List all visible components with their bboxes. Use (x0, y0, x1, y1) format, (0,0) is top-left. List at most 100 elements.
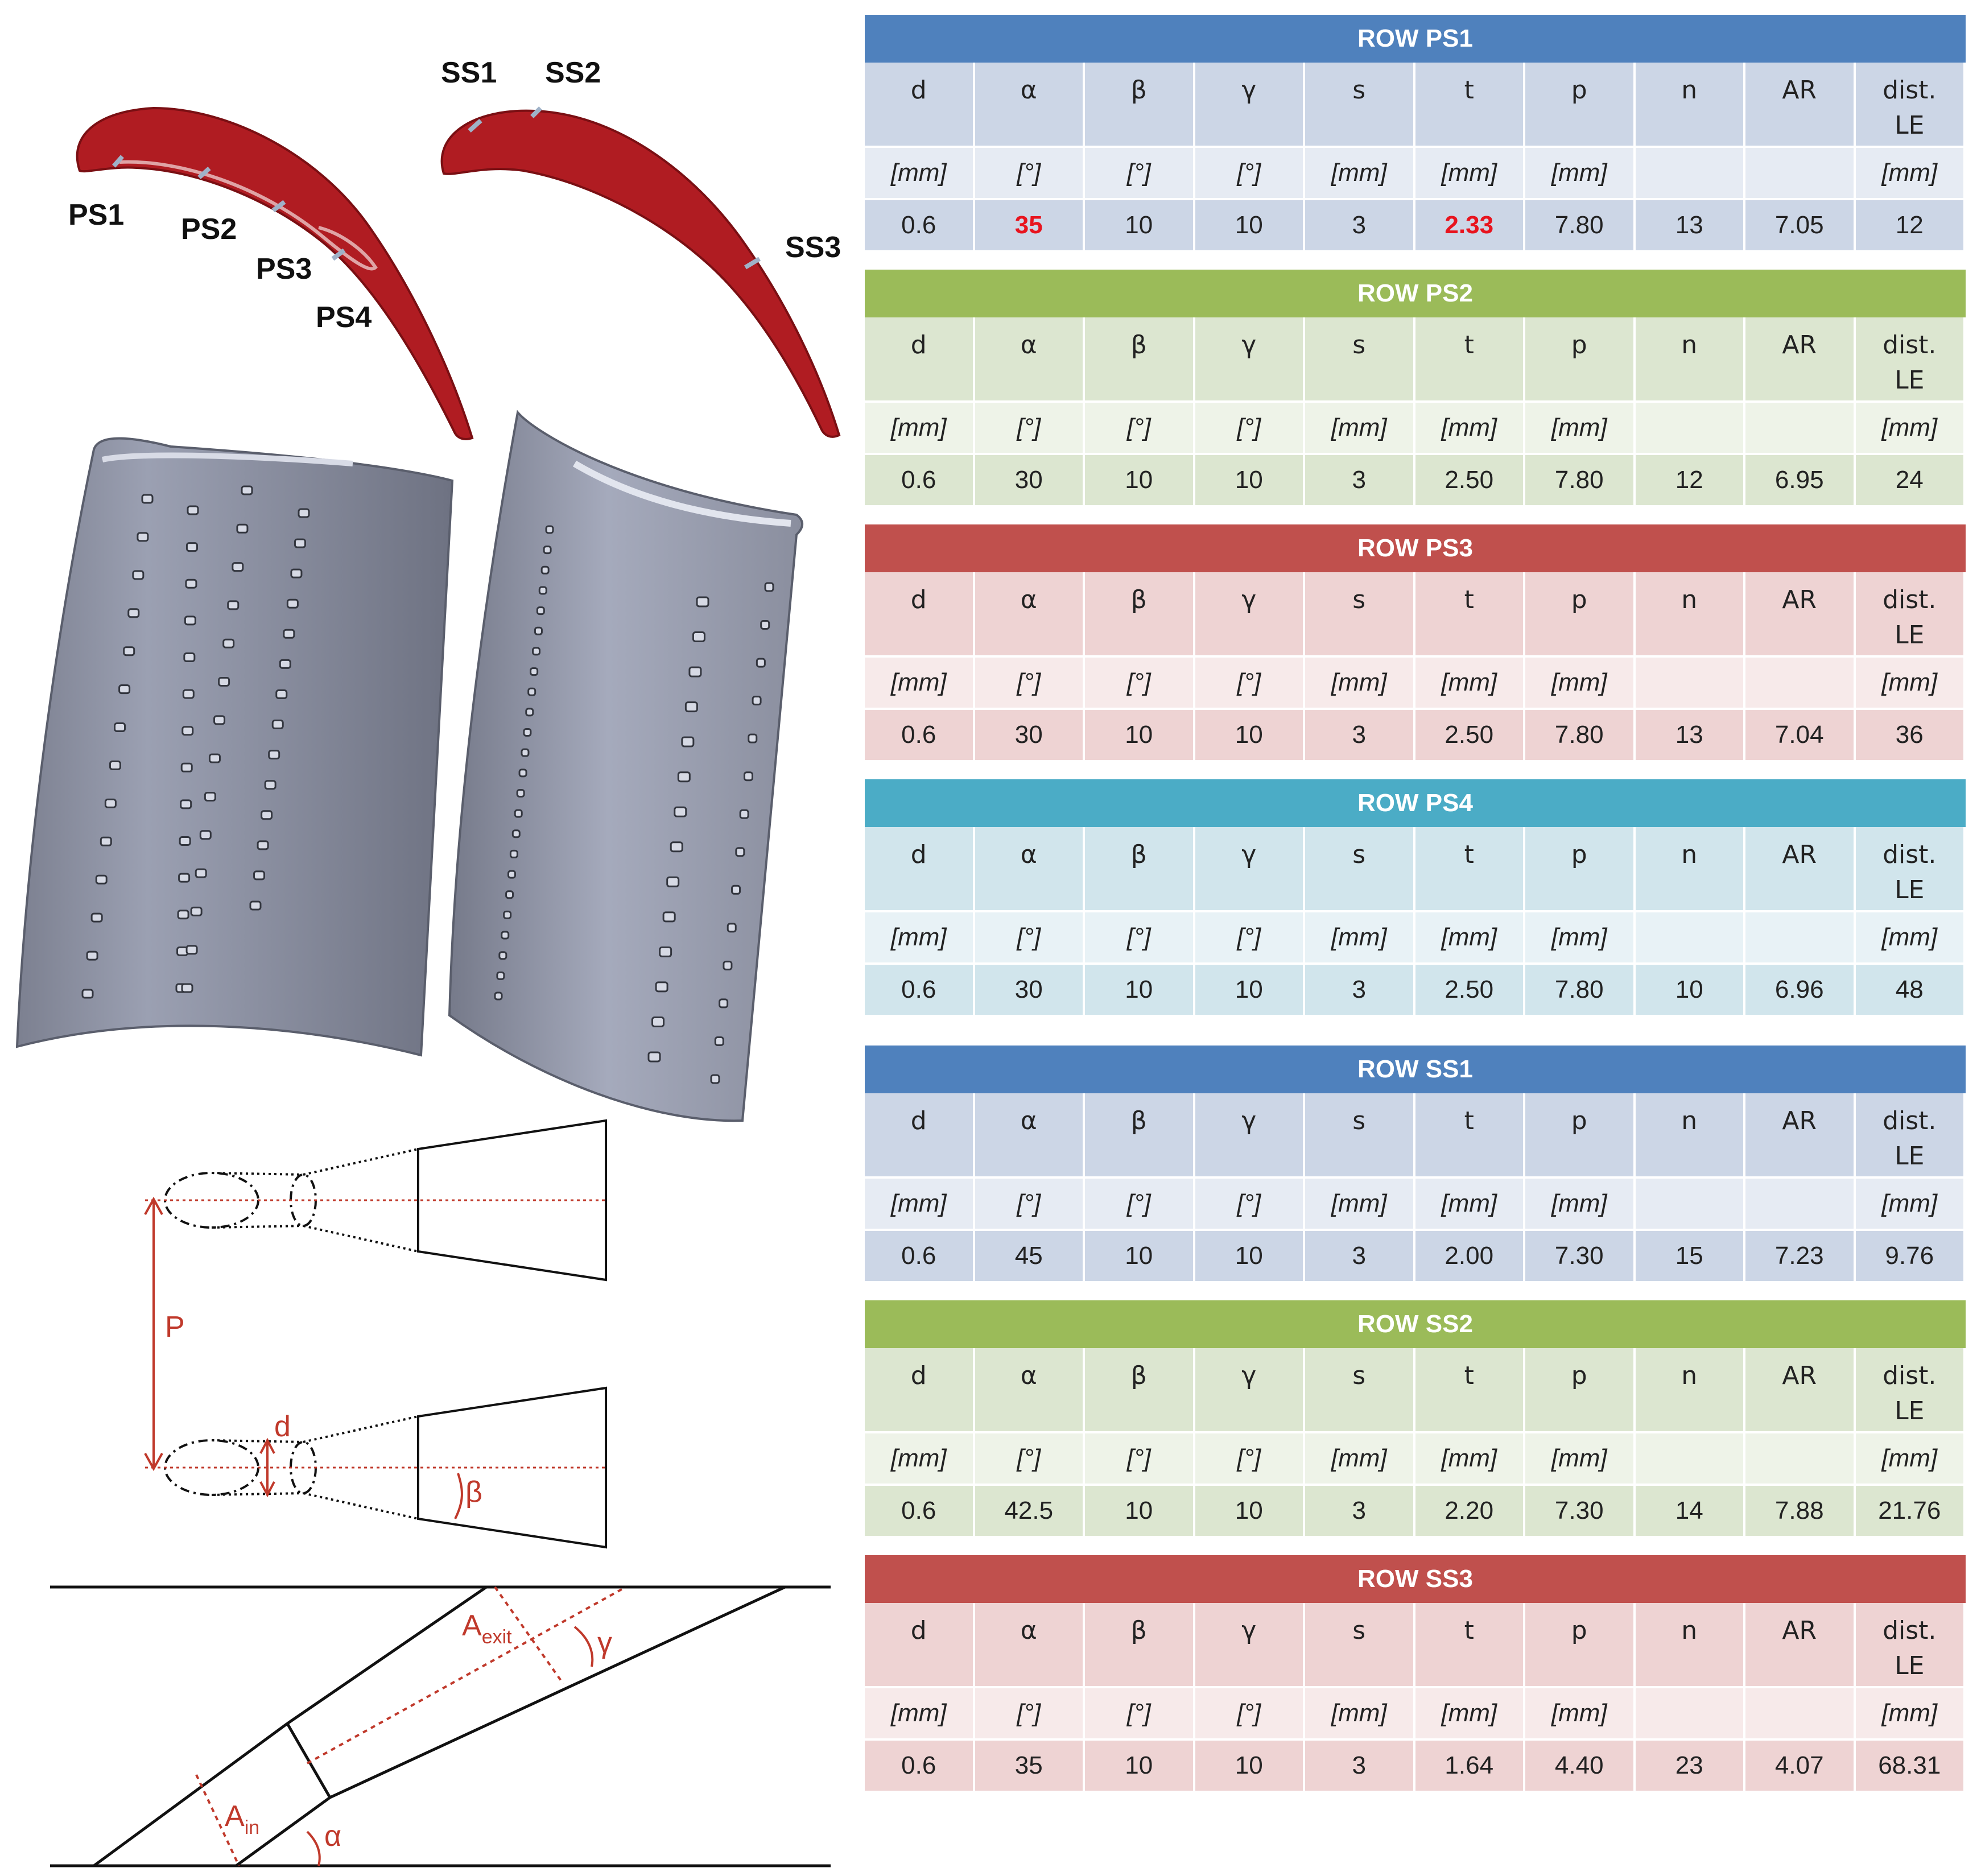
column-symbol: β (1085, 1603, 1195, 1688)
cooling-hole (298, 508, 310, 518)
cooling-hole (681, 736, 695, 747)
value-cell: 7.04 (1745, 710, 1856, 762)
cooling-hole (756, 658, 766, 668)
column-symbol: β (1085, 1093, 1195, 1179)
column-symbol: α (975, 1603, 1085, 1688)
cooling-hole (670, 841, 683, 853)
column-unit: [mm] (1305, 1433, 1415, 1486)
value-cell: 68.31 (1855, 1741, 1966, 1793)
column-unit: [mm] (1305, 148, 1415, 200)
column-unit: [mm] (1415, 1688, 1525, 1741)
column-unit: [°] (975, 1433, 1085, 1486)
column-symbol: β (1085, 1348, 1195, 1433)
column-unit: [mm] (865, 912, 975, 965)
cooling-hole (185, 945, 198, 955)
column-unit: [°] (1085, 1179, 1195, 1231)
column-symbol: s (1305, 1348, 1415, 1433)
value-cell: 10 (1195, 455, 1305, 507)
cooling-hole (132, 570, 145, 580)
value-cell: 3 (1305, 710, 1415, 762)
cooling-hole (261, 810, 273, 820)
value-cell: 10 (1085, 1741, 1195, 1793)
column-unit (1635, 1433, 1745, 1486)
cooling-hole (752, 696, 762, 706)
column-unit: [mm] (1415, 403, 1525, 455)
column-unit: [mm] (1305, 912, 1415, 965)
column-symbol: γ (1195, 572, 1305, 658)
row-title: ROW PS4 (865, 779, 1966, 827)
value-cell: 10 (1195, 200, 1305, 253)
column-unit: [°] (975, 403, 1085, 455)
pitch-label: P (165, 1311, 185, 1344)
column-symbol: s (1305, 572, 1415, 658)
column-unit: [mm] (1525, 1688, 1636, 1741)
row-title: ROW SS3 (865, 1555, 1966, 1603)
cooling-hole (185, 542, 198, 552)
cooling-hole (527, 687, 536, 696)
cooling-hole (511, 829, 521, 838)
column-symbol: AR (1745, 1348, 1856, 1433)
cooling-hole (208, 753, 221, 763)
value-cell: 1.64 (1415, 1741, 1525, 1793)
cooling-hole (518, 768, 527, 778)
a-exit-label: Aexit (462, 1609, 512, 1648)
cooling-hole (731, 885, 741, 895)
cooling-hole (534, 626, 543, 635)
value-cell: 0.6 (865, 1231, 975, 1283)
ps4-hole-mark (331, 248, 346, 261)
value-cell: 0.6 (865, 710, 975, 762)
cooling-hole (498, 951, 507, 960)
cooling-hole (674, 806, 687, 817)
column-symbol: d (865, 1603, 975, 1688)
cooling-hole (268, 750, 280, 760)
cooling-hole (257, 840, 269, 850)
column-unit: [mm] (865, 1433, 975, 1486)
label-ss3: SS3 (785, 231, 841, 264)
a-in-label: Ain (225, 1800, 259, 1838)
cooling-hole (190, 906, 203, 916)
value-cell: 7.30 (1525, 1231, 1636, 1283)
column-symbol: dist. LE (1855, 572, 1966, 658)
cooling-hole (739, 809, 749, 819)
cooling-hole (279, 659, 291, 669)
value-cell: 14 (1635, 1486, 1745, 1538)
cooling-hole (764, 582, 774, 592)
value-cell: 7.05 (1745, 200, 1856, 253)
hole-plan-view (164, 1119, 607, 1549)
cooling-hole (651, 1016, 665, 1027)
cooling-hole (719, 998, 729, 1009)
column-symbol: α (975, 63, 1085, 148)
gamma-label: γ (597, 1626, 612, 1659)
column-unit: [mm] (1305, 1179, 1415, 1231)
value-cell: 13 (1635, 710, 1745, 762)
column-unit: [°] (1085, 403, 1195, 455)
column-symbol: n (1635, 1603, 1745, 1688)
column-unit: [mm] (1415, 1433, 1525, 1486)
value-cell: 23 (1635, 1741, 1745, 1793)
cooling-hole (199, 830, 212, 840)
column-symbol: dist. LE (1855, 1348, 1966, 1433)
value-cell: 30 (975, 455, 1085, 507)
column-symbol: d (865, 1093, 975, 1179)
column-symbol: n (1635, 317, 1745, 403)
label-ps1: PS1 (68, 199, 124, 232)
value-cell: 10 (1085, 200, 1195, 253)
column-unit: [mm] (1415, 1179, 1525, 1231)
value-cell: 0.6 (865, 455, 975, 507)
column-symbol: γ (1195, 63, 1305, 148)
cooling-hole (735, 847, 745, 857)
value-cell: 10 (1085, 1486, 1195, 1538)
column-symbol: β (1085, 572, 1195, 658)
row-title: ROW PS3 (865, 524, 1966, 572)
value-cell: 48 (1855, 965, 1966, 1017)
column-symbol: β (1085, 827, 1195, 912)
cooling-hole (743, 771, 753, 782)
cooling-hole (494, 991, 503, 1001)
value-cell: 4.40 (1525, 1741, 1636, 1793)
cooling-hole (204, 791, 216, 801)
value-cell: 10 (1085, 710, 1195, 762)
value-cell: 2.20 (1415, 1486, 1525, 1538)
column-symbol: s (1305, 1093, 1415, 1179)
